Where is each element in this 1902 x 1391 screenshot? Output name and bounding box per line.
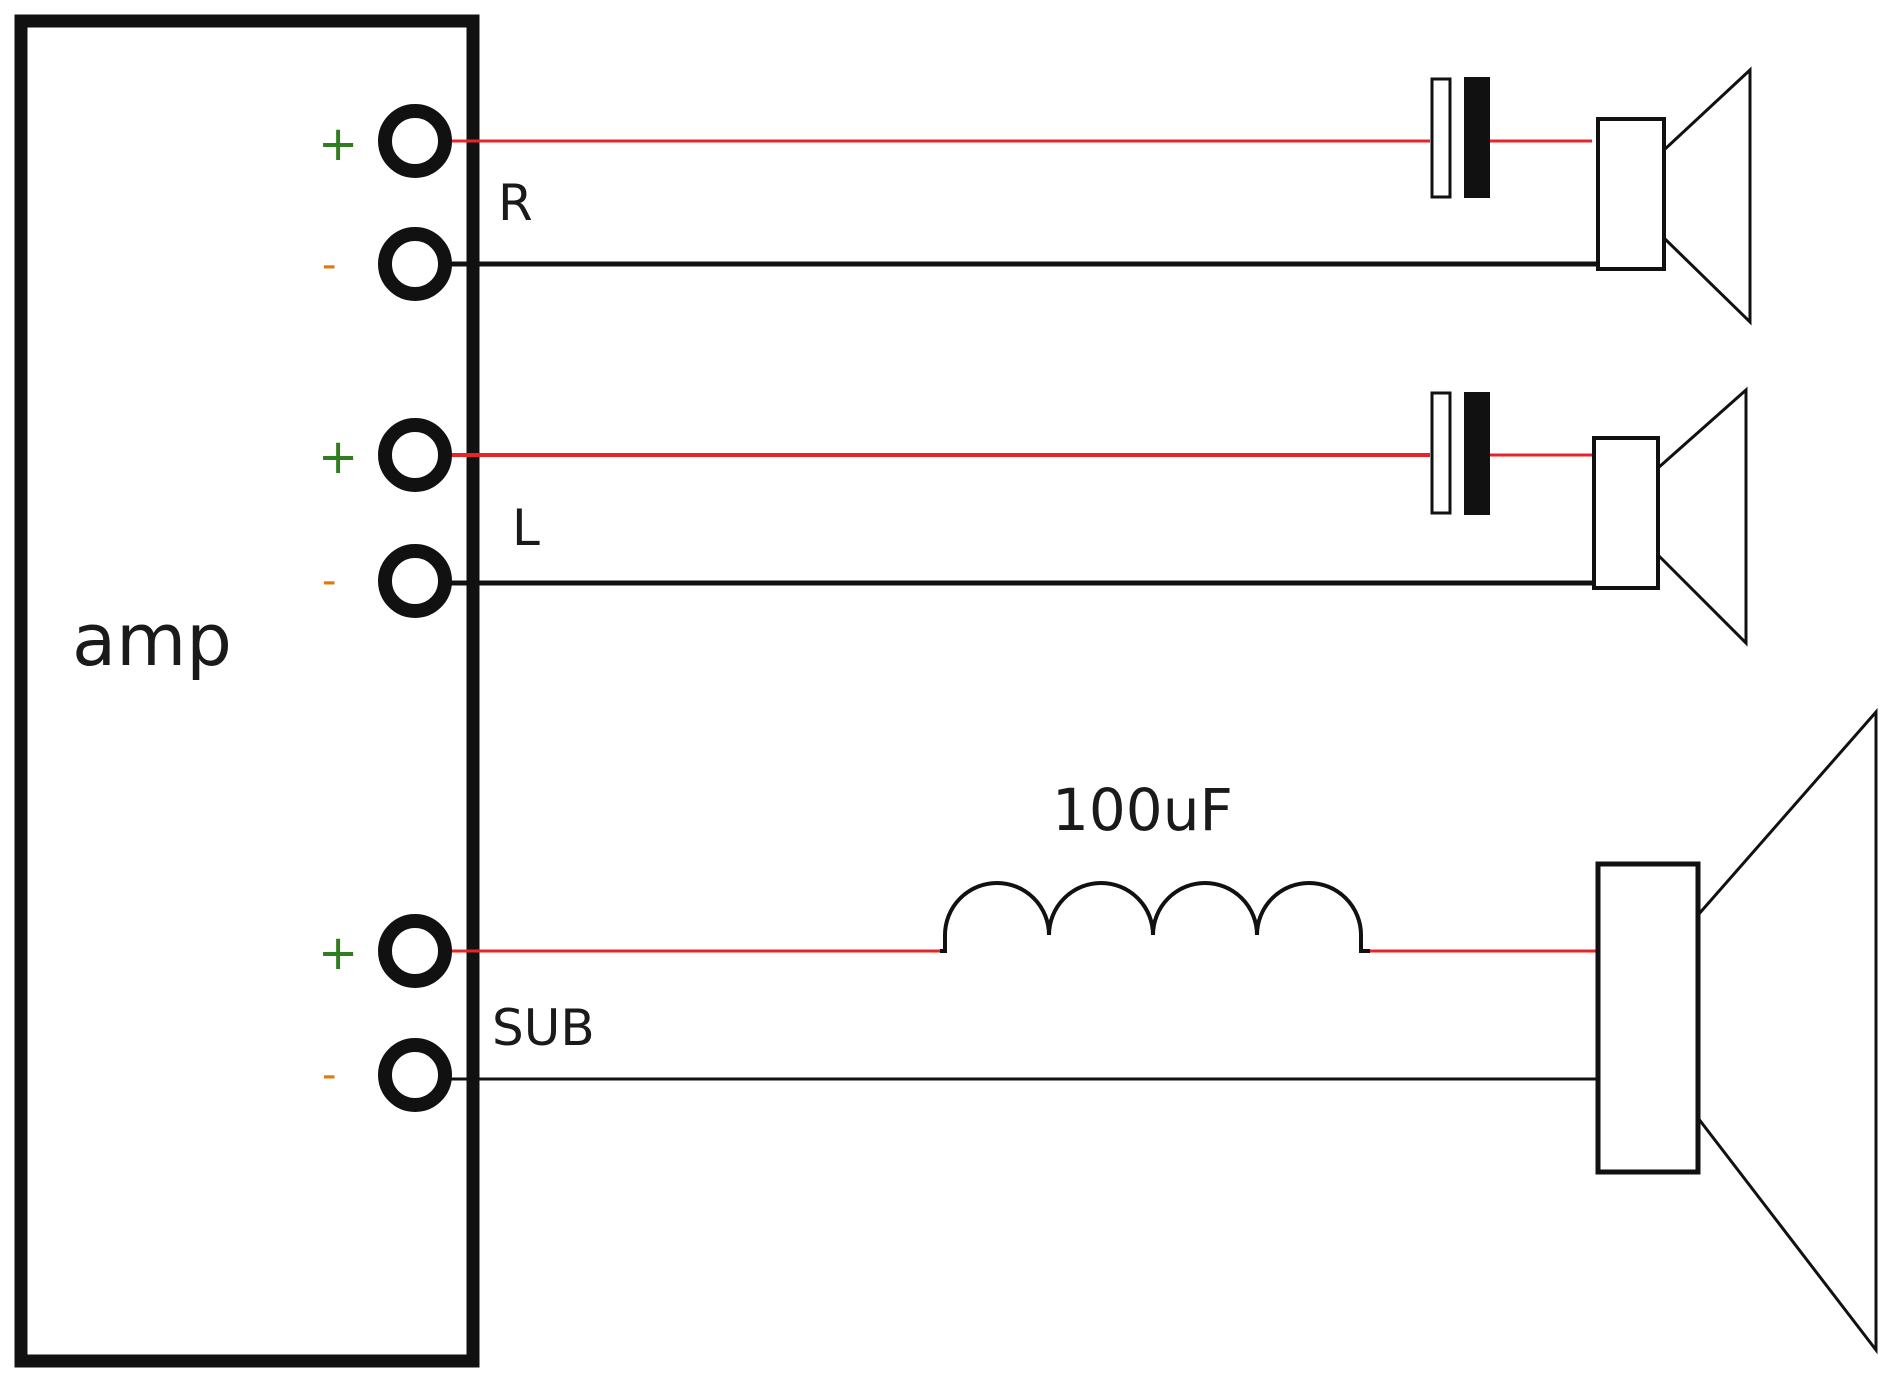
channel-l: + - L bbox=[318, 386, 1748, 647]
inductor-label: 100uF bbox=[1052, 776, 1233, 844]
plus-sign-r: + bbox=[318, 116, 358, 172]
capacitor-r bbox=[1430, 77, 1490, 199]
channel-sub: + - SUB 100uF bbox=[318, 708, 1878, 1355]
channel-label-sub: SUB bbox=[492, 999, 595, 1057]
minus-sign-r: - bbox=[322, 242, 336, 288]
channel-label-l: L bbox=[512, 499, 540, 557]
amp-box bbox=[14, 14, 480, 1368]
terminal-l-plus bbox=[378, 418, 452, 492]
terminal-l-minus bbox=[378, 544, 452, 618]
speaker-l bbox=[1592, 386, 1748, 647]
terminal-r-minus bbox=[378, 227, 452, 301]
plus-sign-l: + bbox=[318, 429, 358, 485]
channel-label-r: R bbox=[498, 174, 533, 232]
minus-sign-l: - bbox=[322, 558, 336, 604]
capacitor-l bbox=[1430, 391, 1490, 515]
terminal-sub-minus bbox=[378, 1038, 452, 1112]
terminal-r-plus bbox=[378, 104, 452, 178]
plus-sign-sub: + bbox=[318, 925, 358, 981]
channel-r: + - R bbox=[318, 66, 1752, 326]
minus-sign-sub: - bbox=[322, 1052, 336, 1098]
speaker-r bbox=[1596, 66, 1752, 326]
speaker-sub bbox=[1595, 708, 1878, 1355]
amp-label: amp bbox=[72, 598, 232, 682]
inductor-sub bbox=[940, 881, 1370, 953]
terminal-sub-plus bbox=[378, 914, 452, 988]
